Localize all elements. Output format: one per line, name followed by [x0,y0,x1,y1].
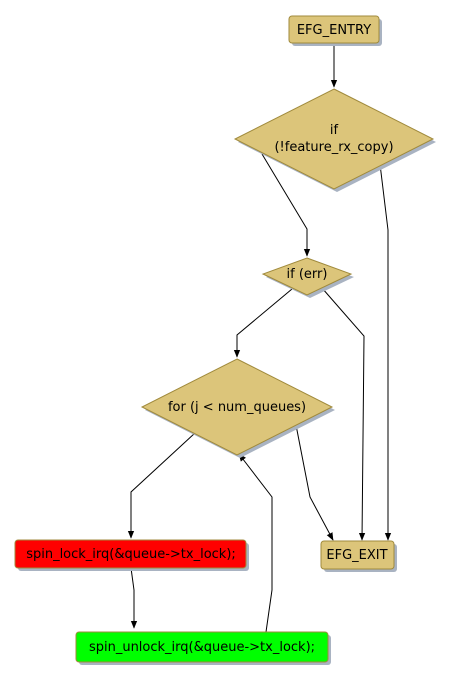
decision-loop: for (j < num_queues) [140,358,335,458]
edge-lock-to-unlock [130,567,138,629]
edge-loop-to-exit [295,424,334,541]
lock-node: spin_lock_irq(&queue->tx_lock); [14,539,249,571]
exit-node: EFG_EXIT [320,540,397,572]
decision-err: if (err) [261,257,354,298]
edge-unlock-to-loop [238,453,273,633]
edge-cond-err-to-loop [233,288,293,358]
exit-label: EFG_EXIT [326,548,387,563]
edge-loop-to-lock [127,432,196,539]
unlock-label: spin_unlock_irq(&queue->tx_lock); [89,640,315,655]
decision-rx-copy: if (!feature_rx_copy) [233,88,436,192]
decision-rx-copy-label-line1: if [330,123,339,138]
edge-cond-rx-to-cond-err [261,153,311,257]
lock-label: spin_lock_irq(&queue->tx_lock); [26,547,236,562]
edge-cond-err-to-exit [321,287,366,541]
unlock-node: spin_unlock_irq(&queue->tx_lock); [75,631,331,665]
edges [127,46,392,633]
entry-label: EFG_ENTRY [297,23,371,38]
entry-node: EFG_ENTRY [288,15,382,46]
edge-cond-rx-to-exit [379,163,392,541]
decision-loop-label: for (j < num_queues) [168,400,306,415]
decision-err-label: if (err) [287,267,328,282]
decision-rx-copy-label-line2: (!feature_rx_copy) [274,140,393,155]
